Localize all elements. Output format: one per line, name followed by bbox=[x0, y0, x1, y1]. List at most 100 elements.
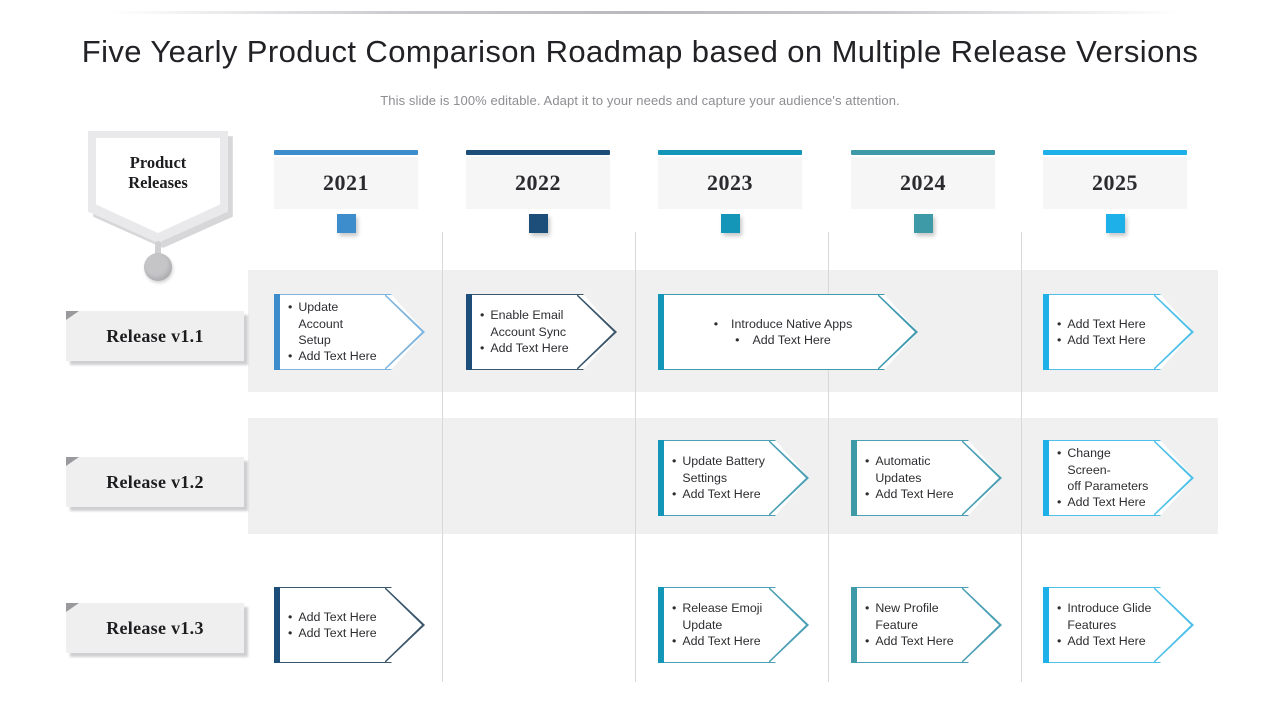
card-bullet-item: • Automatic Updates bbox=[865, 453, 962, 486]
card-bullet-item: • Add Text Here bbox=[672, 486, 769, 502]
card-bullet-text: New Profile Feature bbox=[875, 601, 939, 632]
card-accent-edge bbox=[658, 294, 664, 370]
card-text: •Add Text Here•Add Text Here bbox=[288, 587, 385, 663]
bullet-icon: • bbox=[1057, 316, 1062, 331]
year-label: 2023 bbox=[707, 170, 753, 195]
roadmap-card[interactable]: •Release Emoji Update•Add Text Here bbox=[658, 587, 809, 663]
bullet-icon: • bbox=[865, 601, 870, 616]
folded-corner-icon bbox=[66, 457, 79, 466]
year-accent-bar bbox=[851, 150, 995, 155]
card-accent-edge bbox=[851, 440, 857, 516]
folded-corner-icon bbox=[66, 603, 79, 612]
card-bullet-item: •Add Text Here bbox=[480, 340, 577, 356]
card-bullet-text: Add Text Here bbox=[298, 349, 377, 364]
bullet-icon: • bbox=[865, 454, 870, 469]
release-label-release-v1-1[interactable]: Release v1.1 bbox=[66, 311, 248, 365]
card-bullet-item: •Add Text Here bbox=[1057, 494, 1154, 510]
year-marker-square bbox=[720, 214, 740, 233]
card-bullet-text: Add Text Here bbox=[752, 333, 831, 347]
year-marker-square bbox=[528, 214, 548, 233]
roadmap-card[interactable]: •Enable Email Account Sync•Add Text Here bbox=[466, 294, 617, 370]
year-header-2025[interactable]: 2025 bbox=[1043, 150, 1187, 233]
card-outline bbox=[1043, 440, 1194, 516]
card-bullet-item: • New Profile Feature bbox=[865, 600, 962, 633]
bullet-icon: • bbox=[288, 609, 293, 624]
page-title: Five Yearly Product Comparison Roadmap b… bbox=[81, 34, 1199, 69]
card-outline bbox=[1043, 587, 1194, 663]
bullet-icon: • bbox=[672, 634, 677, 649]
card-bullet-item: • Add Text Here bbox=[288, 348, 385, 364]
card-text: • Change Screen- off Parameters•Add Text … bbox=[1057, 440, 1154, 516]
bullet-icon: • bbox=[865, 487, 870, 502]
bullet-icon: • bbox=[672, 487, 677, 502]
card-outline bbox=[851, 440, 1002, 516]
year-header-2022[interactable]: 2022 bbox=[466, 150, 610, 233]
roadmap-card[interactable]: •Automatic Updates•Add Text Here bbox=[851, 440, 1002, 516]
card-bullet-item: •Update Battery Settings bbox=[672, 453, 769, 486]
roadmap-card[interactable]: •Update Battery Settings• Add Text Here bbox=[658, 440, 809, 516]
year-box: 2022 bbox=[466, 157, 610, 209]
year-label: 2024 bbox=[900, 170, 946, 195]
card-bullet-text: Change Screen- off Parameters bbox=[1067, 446, 1149, 493]
roadmap-card[interactable]: •Add Text Here•Add Text Here bbox=[274, 587, 425, 663]
year-box: 2023 bbox=[658, 157, 802, 209]
card-bullet-text: Automatic Updates bbox=[875, 454, 931, 485]
card-bullet-item: •Add Text Here bbox=[1057, 332, 1154, 348]
release-label-box: Release v1.2 bbox=[66, 457, 244, 507]
roadmap-card[interactable]: • Change Screen- off Parameters•Add Text … bbox=[1043, 440, 1194, 516]
bullet-icon: • bbox=[672, 601, 677, 616]
card-bullet-item: •Update Account Setup bbox=[288, 299, 385, 348]
card-bullet-text: Add Text Here bbox=[1067, 316, 1146, 331]
card-bullet-item: • Add Text Here bbox=[1057, 316, 1154, 332]
card-bullet-item: •Introduce Native Apps bbox=[714, 316, 853, 332]
roadmap-card[interactable]: •Add Text Here•Add Text Here bbox=[1043, 294, 1194, 370]
year-header-2024[interactable]: 2024 bbox=[851, 150, 995, 233]
card-bullet-text: Update Battery Settings bbox=[682, 454, 765, 485]
card-bullet-text: Add Text Here bbox=[682, 487, 761, 502]
badge-label: Product Releases bbox=[88, 153, 228, 193]
year-header-2023[interactable]: 2023 bbox=[658, 150, 802, 233]
card-bullet-item: •Add Text Here bbox=[735, 332, 831, 348]
card-outline bbox=[1043, 294, 1194, 370]
bullet-icon: • bbox=[1057, 601, 1062, 616]
card-bullet-item: •Enable Email Account Sync bbox=[480, 307, 577, 340]
badge-pin-circle-icon bbox=[144, 253, 172, 281]
card-outline bbox=[851, 587, 1002, 663]
release-label-release-v1-3[interactable]: Release v1.3 bbox=[66, 603, 248, 657]
product-releases-badge[interactable]: Product Releases bbox=[88, 131, 238, 281]
card-bullet-text: Enable Email Account Sync bbox=[490, 308, 567, 339]
card-text: •Enable Email Account Sync•Add Text Here bbox=[480, 294, 577, 370]
roadmap-card[interactable]: •Update Account Setup• Add Text Here bbox=[274, 294, 425, 370]
card-bullet-text: Introduce Glide Features bbox=[1067, 601, 1152, 632]
bullet-icon: • bbox=[713, 316, 719, 331]
card-bullet-text: Add Text Here bbox=[1067, 333, 1146, 347]
card-bullet-item: •Release Emoji Update bbox=[672, 600, 769, 633]
bullet-icon: • bbox=[1057, 446, 1062, 461]
card-accent-edge bbox=[851, 587, 857, 663]
card-outline bbox=[274, 294, 425, 370]
card-outline bbox=[658, 587, 809, 663]
roadmap-card[interactable]: •Introduce Native Apps•Add Text Here bbox=[658, 294, 918, 370]
roadmap-card[interactable]: •Introduce Glide Features•Add Text Here bbox=[1043, 587, 1194, 663]
year-accent-bar bbox=[274, 150, 418, 155]
card-bullet-text: Add Text Here bbox=[875, 634, 954, 649]
folded-corner-icon bbox=[66, 311, 79, 320]
year-box: 2024 bbox=[851, 157, 995, 209]
bullet-icon: • bbox=[288, 349, 293, 364]
bullet-icon: • bbox=[288, 626, 293, 640]
release-label-release-v1-2[interactable]: Release v1.2 bbox=[66, 457, 248, 511]
card-text: •Introduce Glide Features•Add Text Here bbox=[1057, 587, 1154, 663]
card-accent-edge bbox=[658, 440, 664, 516]
roadmap-card[interactable]: • New Profile Feature• Add Text Here bbox=[851, 587, 1002, 663]
card-text: •Update Battery Settings• Add Text Here bbox=[672, 440, 769, 516]
card-outline bbox=[466, 294, 617, 370]
card-accent-edge bbox=[466, 294, 472, 370]
card-text: •Automatic Updates•Add Text Here bbox=[865, 440, 962, 516]
card-bullet-text: Update Account Setup bbox=[298, 300, 344, 347]
year-label: 2021 bbox=[323, 170, 369, 195]
year-header-2021[interactable]: 2021 bbox=[274, 150, 418, 233]
card-bullet-item: •Add Text Here bbox=[288, 609, 385, 625]
release-label-text: Release v1.2 bbox=[106, 471, 204, 492]
card-accent-edge bbox=[658, 587, 664, 663]
